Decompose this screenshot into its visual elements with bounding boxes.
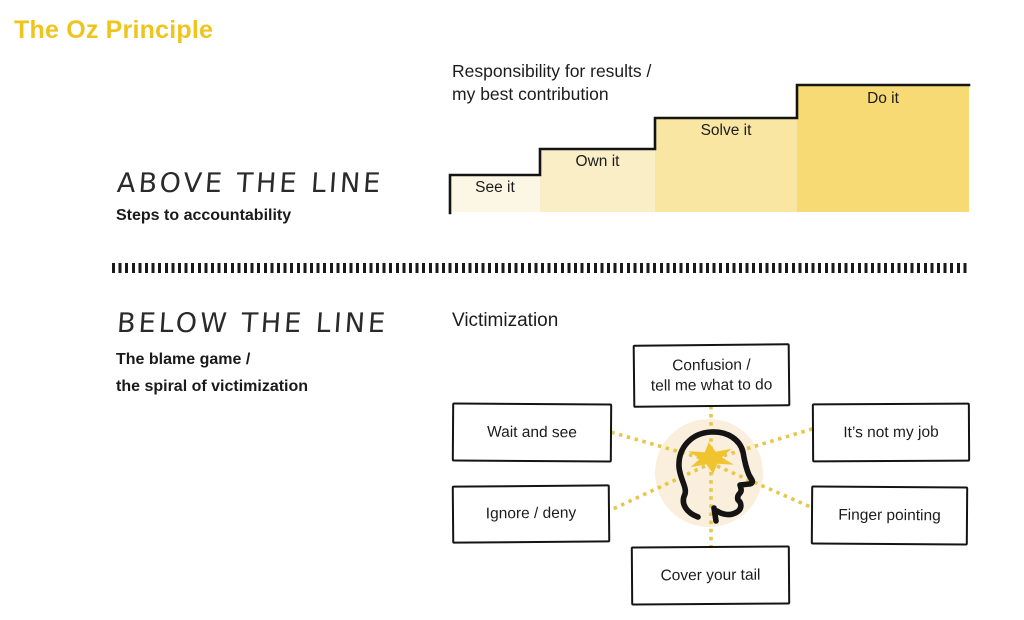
- step-own-it-fill: [540, 149, 655, 212]
- below-the-line-subheading: The blame game / the spiral of victimiza…: [116, 346, 308, 400]
- below-subheading-line2: the spiral of victimization: [116, 378, 309, 395]
- blame-box-confusion-line2: tell me what to do: [650, 375, 773, 395]
- step-label-own-it: Own it: [575, 153, 620, 170]
- blame-box-wait-and-see: Wait and see: [451, 402, 613, 463]
- step-see-it-fill: [450, 175, 540, 212]
- blame-box-ignore-deny: Ignore / deny: [451, 484, 611, 544]
- star-icon: [688, 442, 734, 474]
- below-subheading-line1: The blame game /: [116, 351, 251, 368]
- head-profile-icon: [676, 429, 756, 524]
- ray-to-ignore-deny: [597, 464, 706, 518]
- accountability-staircase: [448, 83, 971, 215]
- blame-box-cover-your-tail: Cover your tail: [630, 545, 791, 606]
- halo-circle: [655, 419, 763, 527]
- page-title: The Oz Principle: [14, 16, 214, 44]
- ray-to-wait-and-see: [599, 427, 709, 462]
- blame-box-cover-your-tail-label: Cover your tail: [660, 566, 761, 584]
- ray-to-finger-pointing: [716, 464, 823, 514]
- blame-box-its-not-my-job: It’s not my job: [811, 402, 971, 463]
- ray-to-its-not-my-job: [715, 424, 823, 460]
- below-the-line-heading: BELOW THE LINE: [116, 308, 390, 339]
- blame-box-ignore-deny-label: Ignore / deny: [485, 504, 577, 523]
- blame-box-finger-pointing-label: Finger pointing: [838, 506, 941, 524]
- dashed-divider-line: [112, 263, 970, 273]
- staircase-outline: [448, 83, 971, 215]
- step-solve-it-fill: [655, 118, 797, 212]
- step-do-it-fill: [797, 85, 969, 212]
- blame-box-wait-and-see-label: Wait and see: [486, 423, 577, 441]
- blame-box-finger-pointing: Finger pointing: [810, 485, 969, 546]
- above-the-line-subheading: Steps to accountability: [116, 207, 292, 224]
- blame-box-confusion-line1: Confusion /: [672, 356, 751, 374]
- blame-box-confusion: Confusion / tell me what to do: [632, 343, 791, 408]
- step-label-do-it: Do it: [867, 90, 899, 107]
- staircase-caption: Responsibility for results / my best con…: [452, 60, 651, 106]
- step-label-solve-it: Solve it: [700, 122, 752, 139]
- staircase-caption-line1: Responsibility for results /: [452, 61, 652, 81]
- blame-box-its-not-my-job-label: It’s not my job: [843, 423, 939, 441]
- staircase-caption-line2: my best contribution: [452, 84, 609, 104]
- radiating-dotted-lines: [597, 400, 823, 553]
- victimization-title: Victimization: [452, 310, 559, 331]
- above-the-line-heading: ABOVE THE LINE: [116, 168, 385, 199]
- step-label-see-it: See it: [475, 179, 515, 196]
